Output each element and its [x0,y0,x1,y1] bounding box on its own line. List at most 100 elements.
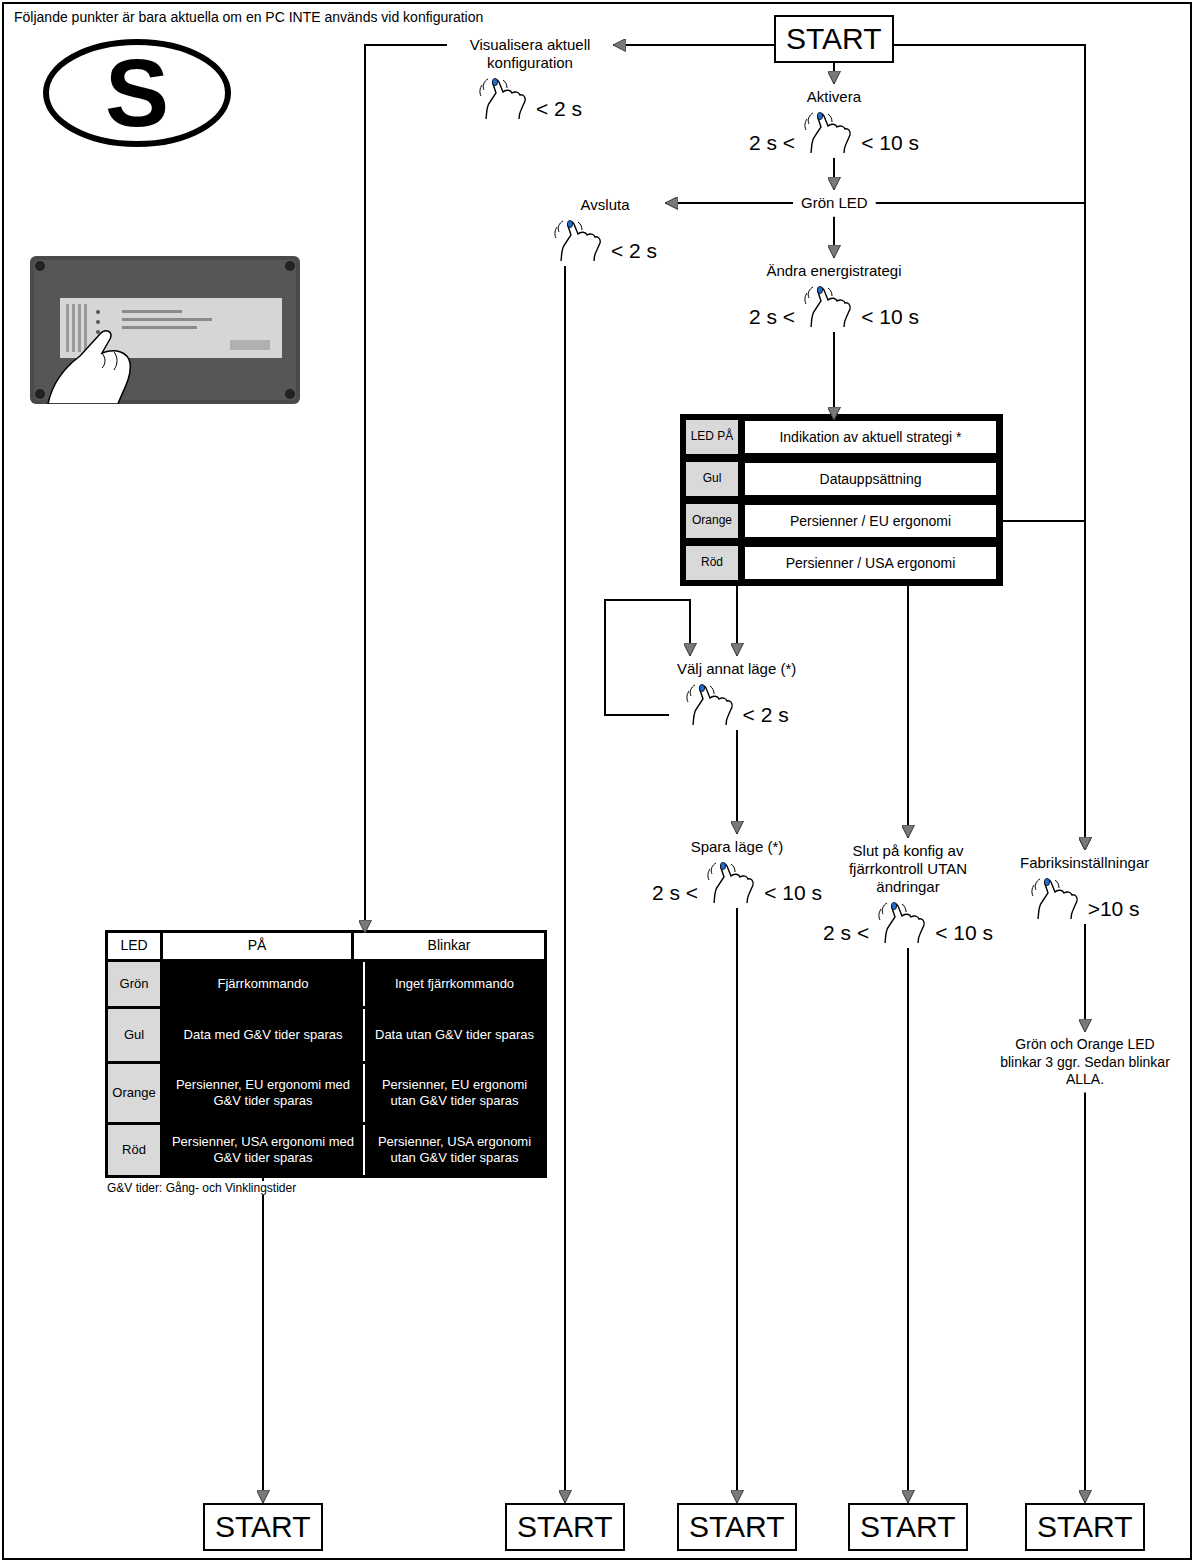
state-text: Data med G&V tider sparas [184,1027,343,1043]
led-color: Gul [703,472,722,485]
led-color: LED PÅ [691,430,734,443]
press-time: < 2 s [611,239,657,262]
header-cell: PÅ [163,933,351,959]
flow-arrow [605,600,690,715]
press-row: < 2 s [455,76,605,120]
led-color: Röd [701,556,723,569]
step-node: Välj annat läge (*)< 2 s [669,656,804,730]
led-color: Orange [692,514,732,527]
press-row: 2 s << 10 s [823,900,993,944]
state-text: Persienner, EU ergonomi utan G&V tider s… [371,1077,538,1108]
press-time: >10 s [1088,897,1140,920]
strategy-row: Röd Persienner / USA ergonomi [686,546,997,580]
flow-arrow [665,202,793,204]
state-cell: Persienner, EU ergonomi utan G&V tider s… [363,1064,544,1122]
page-title: Följande punkter är bara aktuella om en … [14,9,483,26]
header-text: PÅ [248,938,267,953]
flow-arrow [736,580,738,656]
press-row: >10 s [1020,876,1149,920]
strategy-cell: Datauppsättning [744,462,997,496]
flow-arrow [1084,924,1086,1032]
finger-icon [685,682,735,726]
state-cell: Fjärrkommando [163,962,363,1006]
led-color-cell: Röd [686,546,738,580]
finger-icon [478,76,528,120]
led-color: Gul [124,1028,144,1042]
strategy-row: LED PÅ Indikation av aktuell strategi * [686,420,997,454]
press-time: < 10 s [935,921,993,944]
flow-arrow [833,63,835,85]
start-label: START [215,1508,311,1546]
finger-icon [803,110,853,154]
strategy-cell: Persienner / USA ergonomi [744,546,997,580]
flow-arrow [833,158,835,190]
state-cell: Persienner, EU ergonomi med G&V tider sp… [163,1064,363,1122]
press-time: 2 s < [749,305,795,328]
press-time: 2 s < [652,881,698,904]
step-node: Grön och Orange LED blinkar 3 ggr. Sedan… [987,1032,1183,1093]
start-label: START [860,1508,956,1546]
step-node: Slut på konfig av fjärrkontroll UTAN änd… [815,838,1001,948]
title-holder: Följande punkter är bara aktuella om en … [14,9,483,26]
strategy-cell: Indikation av aktuell strategi * [744,420,997,454]
legend-row: GrönFjärrkommandoInget fjärrkommando [108,962,544,1006]
led-color: Grön [120,977,149,991]
step-node: Spara läge (*) 2 s < < 10 s [644,834,830,908]
state-text: Data utan G&V tider sparas [375,1027,534,1043]
header-cell: LED [108,933,160,959]
step-text: Ändra energistrategi [749,262,919,280]
start-box: START [677,1503,797,1551]
step-text: Slut på konfig av fjärrkontroll UTAN änd… [823,842,993,896]
start-box: START [203,1503,323,1551]
start-box: START [505,1503,625,1551]
led-color-cell: LED PÅ [686,420,738,454]
press-time: < 10 s [861,305,919,328]
led-color-cell: Gul [686,462,738,496]
badge-letter: S [105,45,169,141]
flow-arrow [1084,1093,1086,1504]
flow-arrow [833,332,835,420]
strategy-row: Orange Persienner / EU ergonomi [686,504,997,538]
finger-icon [803,284,853,328]
finger-icon [553,218,603,262]
state-cell: Data utan G&V tider sparas [363,1009,544,1061]
start-label: START [1037,1508,1133,1546]
flow-arrow [736,908,738,1503]
press-time: 2 s < [749,131,795,154]
flow-arrow [262,1175,264,1503]
finger-icon [706,860,756,904]
press-row: 2 s < < 10 s [652,860,822,904]
step-text: Aktivera [749,88,919,106]
press-row: 2 s < < 10 s [749,284,919,328]
step-node: Avsluta< 2 s [545,192,665,266]
start-box: START [1025,1503,1145,1551]
device-photo [30,256,300,404]
state-cell: Data med G&V tider sparas [163,1009,363,1061]
led-color-cell: Orange [686,504,738,538]
press-row: < 2 s [677,682,796,726]
start-label: START [689,1508,785,1546]
led-color-cell: Orange [108,1064,160,1122]
state-cell: Persienner, USA ergonomi med G&V tider s… [163,1125,363,1175]
strategy-text: Persienner / USA ergonomi [786,555,956,571]
flow-arrow [833,217,835,258]
flow-arrow [564,266,566,1503]
start-label: START [517,1508,613,1546]
led-color: Orange [112,1086,155,1100]
state-cell: Persienner, USA ergonomi utan G&V tider … [363,1125,544,1175]
flow-arrow [736,730,738,834]
footnote: G&V tider: Gång- och Vinklingstider [105,1181,298,1195]
step-text: Grön LED [801,194,868,213]
step-text: Spara läge (*) [652,838,822,856]
step-text: Fabriksinställningar [1020,854,1149,872]
flow-arrow [907,580,909,838]
circle-badge: S [42,38,232,148]
strategy-cell: Persienner / EU ergonomi [744,504,997,538]
flow-arrow [613,44,774,46]
step-node: Fabriksinställningar >10 s [1012,850,1157,924]
step-node: Aktivera2 s << 10 s [741,84,927,158]
press-time: < 10 s [764,881,822,904]
led-color: Röd [122,1143,146,1157]
